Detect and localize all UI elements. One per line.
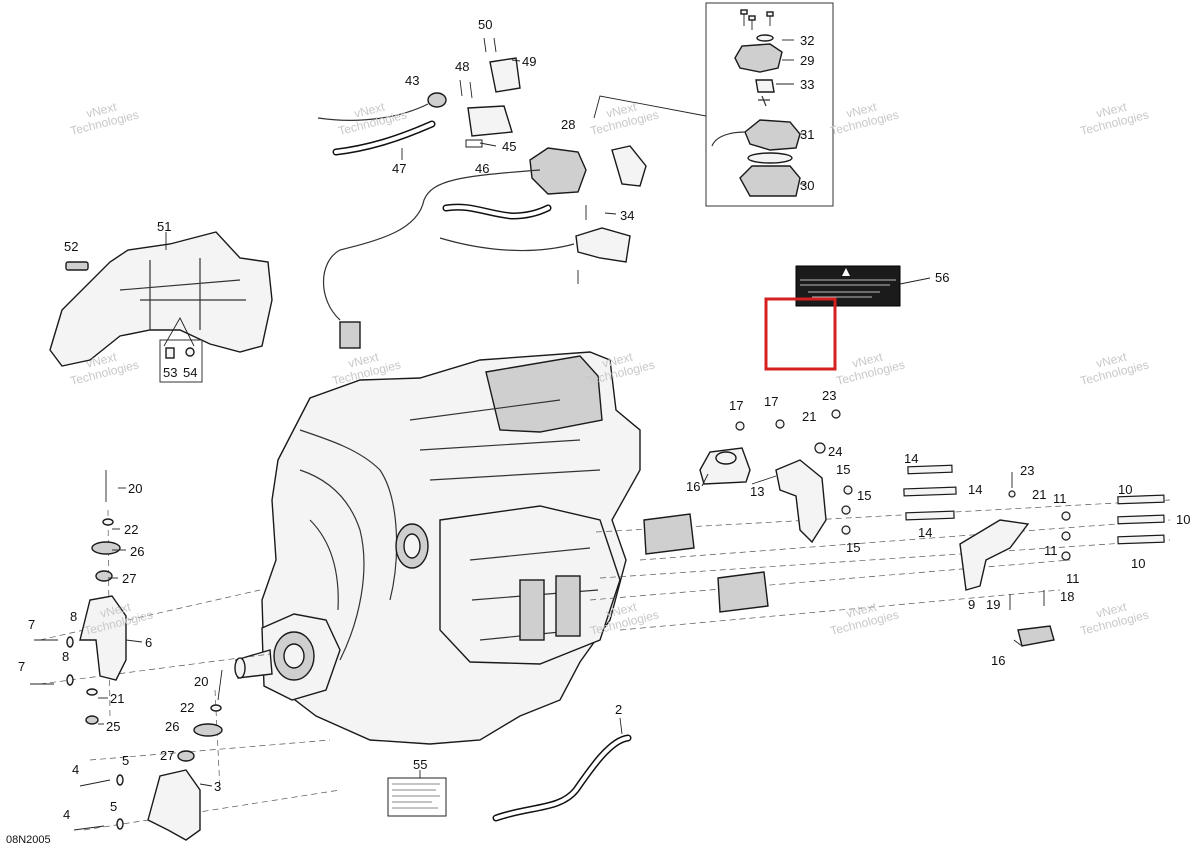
left-mounts <box>30 470 223 841</box>
callout-4[interactable]: 4 <box>72 762 80 777</box>
callout-8[interactable]: 8 <box>62 649 70 664</box>
callout-18[interactable]: 18 <box>1060 589 1075 604</box>
callout-20[interactable]: 20 <box>128 481 143 496</box>
callout-34[interactable]: 34 <box>620 208 635 223</box>
callout-17[interactable]: 17 <box>729 398 744 413</box>
callout-53[interactable]: 53 <box>163 365 178 380</box>
callout-48[interactable]: 48 <box>455 59 470 74</box>
callout-4[interactable]: 4 <box>63 807 71 822</box>
callout-46[interactable]: 46 <box>475 161 490 176</box>
callout-3[interactable]: 3 <box>214 779 222 794</box>
callout-29[interactable]: 29 <box>800 53 815 68</box>
callout-21[interactable]: 21 <box>1032 487 1047 502</box>
callout-9[interactable]: 9 <box>968 597 976 612</box>
callout-21[interactable]: 21 <box>802 409 817 424</box>
document-code: 08N2005 <box>6 834 51 846</box>
callout-11[interactable]: 11 <box>1044 543 1058 558</box>
callout-10[interactable]: 10 <box>1131 556 1146 571</box>
bracket-51 <box>49 231 273 383</box>
callout-8[interactable]: 8 <box>70 609 78 624</box>
callout-14[interactable]: 14 <box>918 525 933 540</box>
callout-22[interactable]: 22 <box>180 700 195 715</box>
upper-parts <box>317 37 647 349</box>
callout-5[interactable]: 5 <box>122 753 130 768</box>
callout-50[interactable]: 50 <box>478 17 493 32</box>
callout-6[interactable]: 6 <box>145 635 153 650</box>
callout-27[interactable]: 27 <box>160 748 175 763</box>
callout-5[interactable]: 5 <box>110 799 118 814</box>
callout-10[interactable]: 10 <box>1176 512 1191 527</box>
callout-15[interactable]: 15 <box>857 488 872 503</box>
highlight-box <box>764 297 837 371</box>
callout-7[interactable]: 7 <box>18 659 26 674</box>
callout-31[interactable]: 31 <box>800 127 815 142</box>
callout-23[interactable]: 23 <box>822 388 837 403</box>
callout-15[interactable]: 15 <box>846 540 861 555</box>
callout-14[interactable]: 14 <box>904 451 919 466</box>
callout-27[interactable]: 27 <box>122 571 137 586</box>
callout-16[interactable]: 16 <box>686 479 701 494</box>
right-mounts <box>643 409 1165 647</box>
engine-assembly <box>234 351 641 745</box>
callout-17[interactable]: 17 <box>764 394 779 409</box>
callout-56[interactable]: 56 <box>935 270 950 285</box>
callout-22[interactable]: 22 <box>124 522 139 537</box>
callout-14[interactable]: 14 <box>968 482 983 497</box>
detail-box <box>705 2 834 207</box>
callout-33[interactable]: 33 <box>800 77 815 92</box>
callout-26[interactable]: 26 <box>165 719 180 734</box>
callout-7[interactable]: 7 <box>28 617 36 632</box>
callout-49[interactable]: 49 <box>522 54 537 69</box>
callout-32[interactable]: 32 <box>800 33 815 48</box>
detail-leader <box>593 95 707 119</box>
callout-19[interactable]: 19 <box>986 597 1001 612</box>
callout-2[interactable]: 2 <box>615 702 623 717</box>
callout-21[interactable]: 21 <box>110 691 125 706</box>
callout-26[interactable]: 26 <box>130 544 145 559</box>
callout-24[interactable]: 24 <box>828 444 843 459</box>
throttle-body-detail-parts <box>711 9 801 197</box>
callout-15[interactable]: 15 <box>836 462 851 477</box>
callout-23[interactable]: 23 <box>1020 463 1035 478</box>
callout-11[interactable]: 11 <box>1053 491 1067 506</box>
callout-55[interactable]: 55 <box>413 757 428 772</box>
callout-52[interactable]: 52 <box>64 239 79 254</box>
callout-10[interactable]: 10 <box>1118 482 1133 497</box>
callout-51[interactable]: 51 <box>157 219 172 234</box>
callout-54[interactable]: 54 <box>183 365 198 380</box>
callout-16[interactable]: 16 <box>991 653 1006 668</box>
callout-11[interactable]: 11 <box>1066 571 1080 586</box>
callout-20[interactable]: 20 <box>194 674 209 689</box>
callout-13[interactable]: 13 <box>750 484 765 499</box>
warning-label-text-lines <box>800 279 896 298</box>
callout-45[interactable]: 45 <box>502 139 517 154</box>
callout-43[interactable]: 43 <box>405 73 420 88</box>
callout-25[interactable]: 25 <box>106 719 121 734</box>
callout-leaders <box>98 39 1023 787</box>
callout-30[interactable]: 30 <box>800 178 815 193</box>
callout-28[interactable]: 28 <box>561 117 576 132</box>
callout-47[interactable]: 47 <box>392 161 407 176</box>
